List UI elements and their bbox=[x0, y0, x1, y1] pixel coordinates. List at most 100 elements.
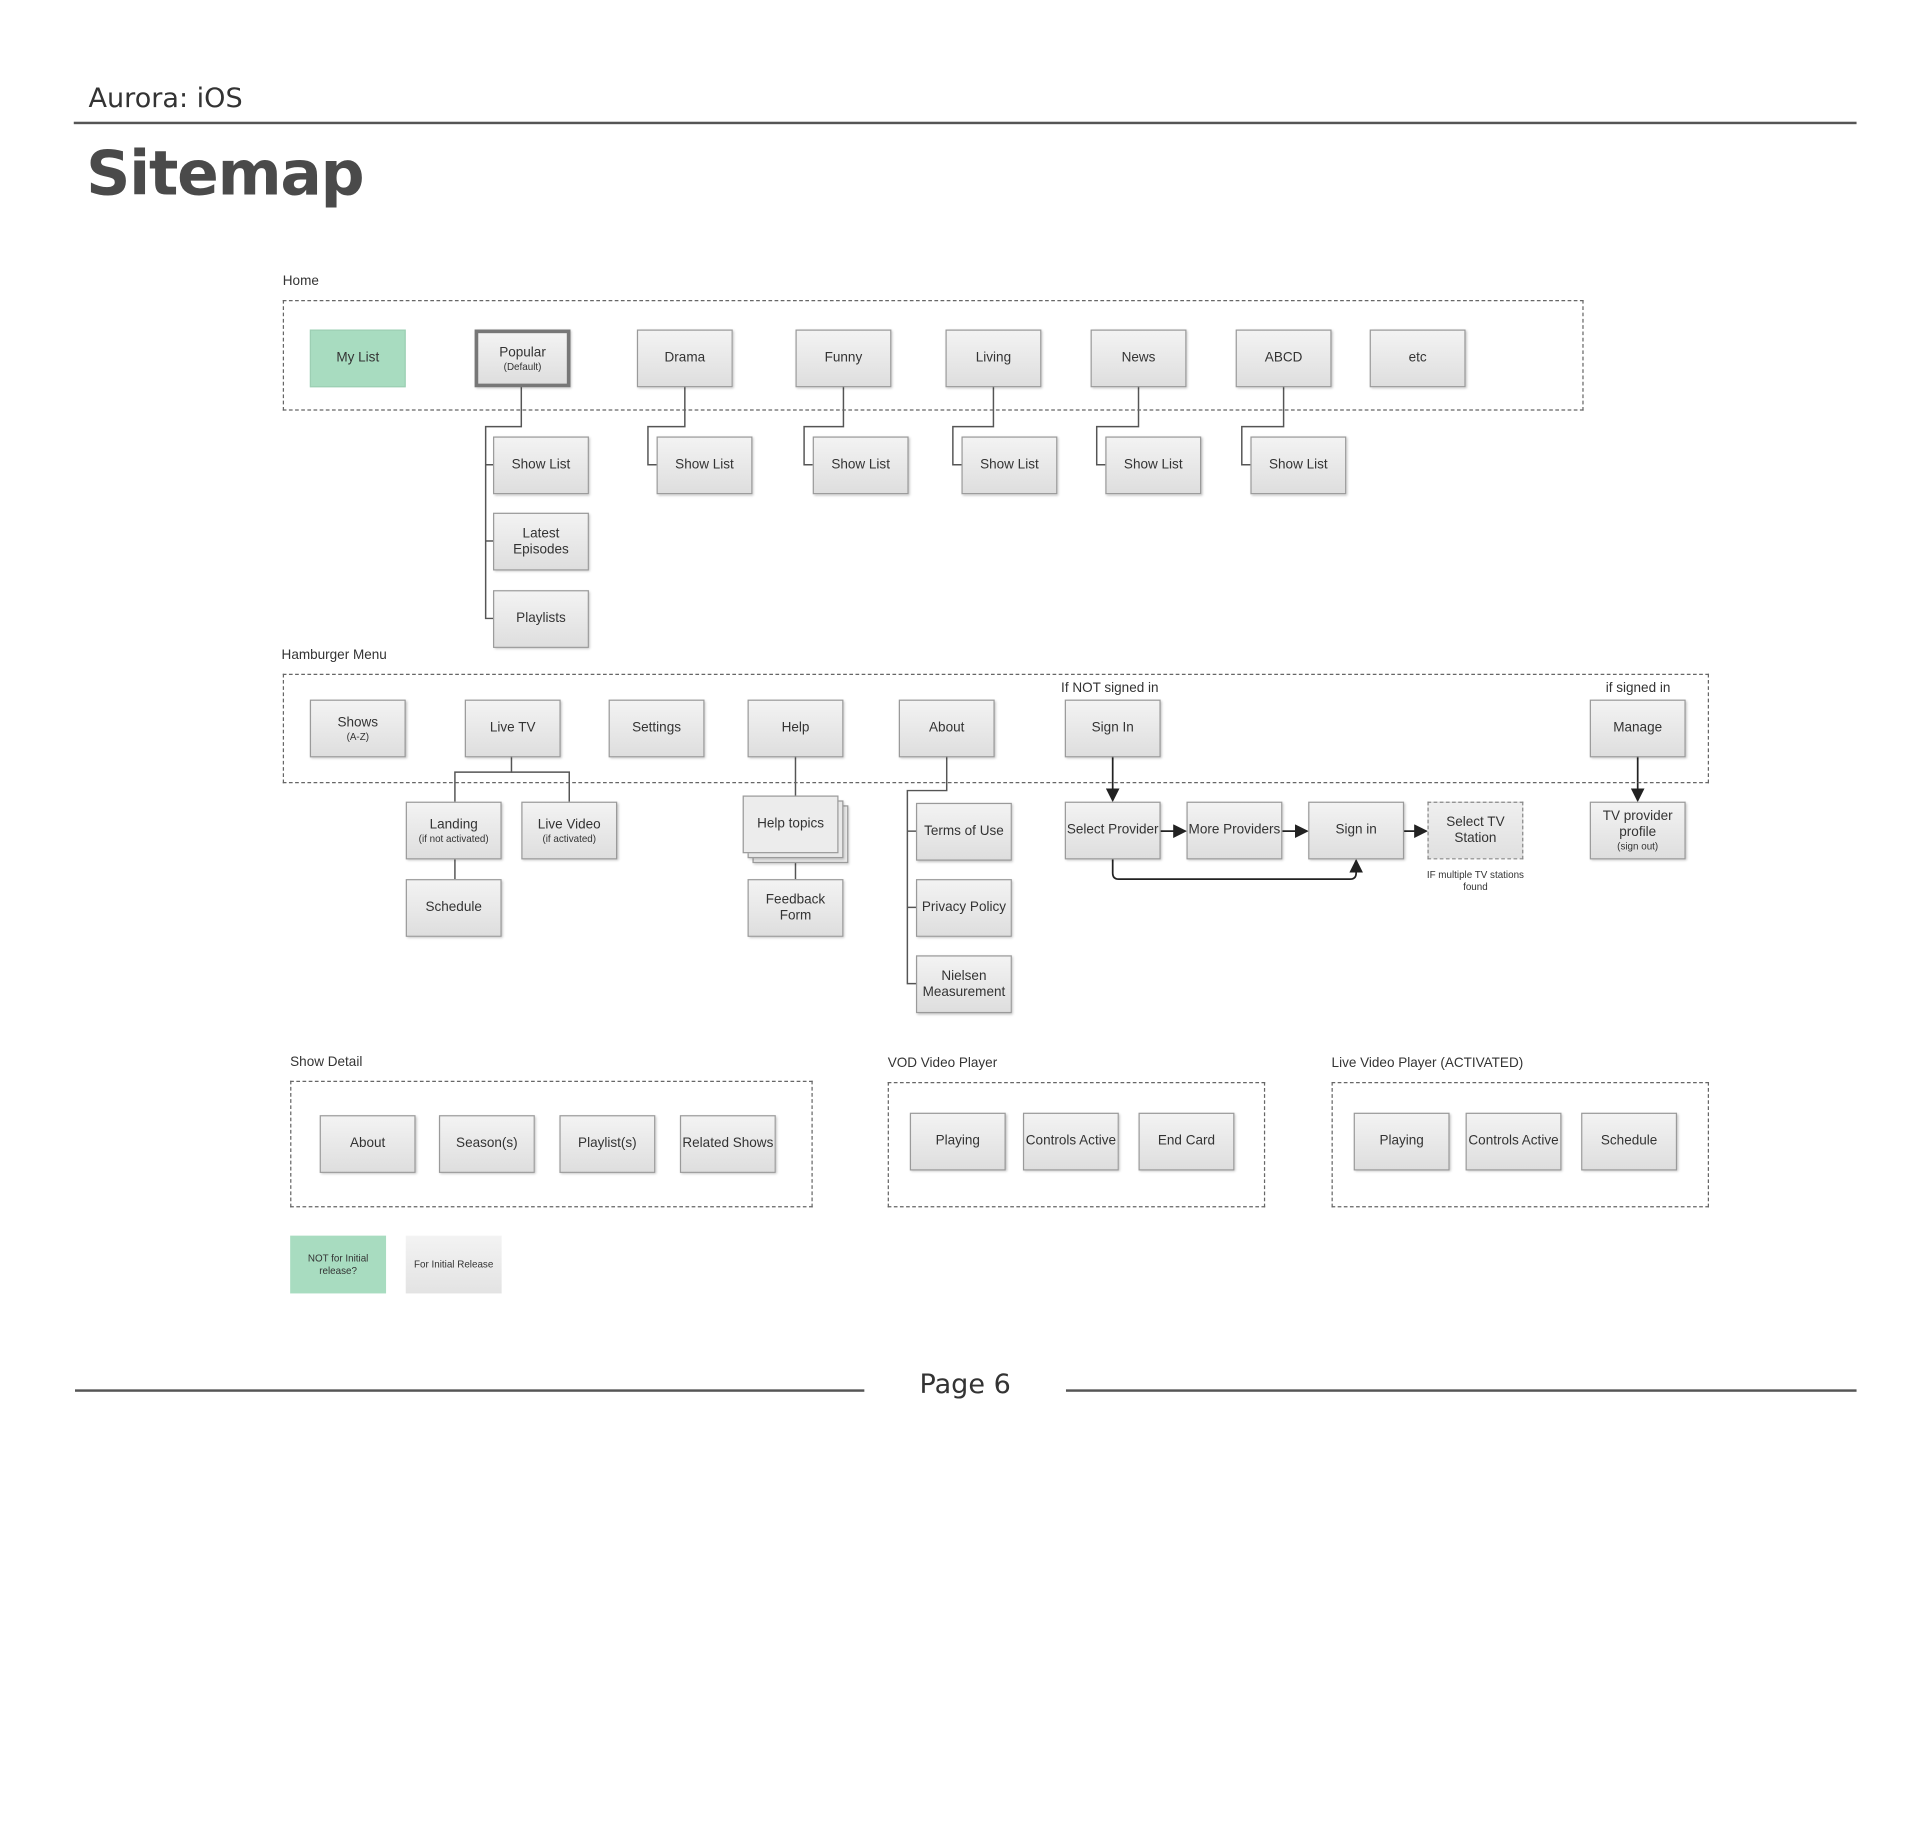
node-label: Controls Active bbox=[1025, 1133, 1117, 1149]
live-player-group bbox=[1331, 1081, 1710, 1208]
node-label: Playing bbox=[1379, 1133, 1424, 1149]
menu-about[interactable]: About bbox=[898, 699, 995, 758]
node-label: Shows bbox=[337, 714, 379, 730]
living-show-list[interactable]: Show List bbox=[961, 436, 1058, 495]
signed-in-label: if signed in bbox=[1605, 681, 1671, 696]
node-label: Show List bbox=[1269, 457, 1328, 473]
menu-help[interactable]: Help bbox=[747, 699, 844, 758]
node-label: Show List bbox=[511, 457, 571, 473]
vod-controls-active[interactable]: Controls Active bbox=[1022, 1112, 1119, 1171]
live-tv-schedule[interactable]: Schedule bbox=[405, 879, 502, 937]
tab-abcd[interactable]: ABCD bbox=[1235, 329, 1332, 388]
node-label: Privacy Policy bbox=[921, 899, 1007, 915]
vod-player-label: VOD Video Player bbox=[887, 1056, 998, 1071]
help-feedback-form[interactable]: Feedback Form bbox=[747, 879, 844, 937]
node-label: Drama bbox=[664, 350, 706, 366]
home-group bbox=[282, 299, 1584, 411]
tv-provider-profile[interactable]: TV provider profile(sign out) bbox=[1589, 801, 1686, 860]
node-label: End Card bbox=[1157, 1133, 1216, 1149]
show-detail-group bbox=[290, 1080, 813, 1208]
tab-my-list[interactable]: My List bbox=[309, 329, 406, 388]
popular-playlists[interactable]: Playlists bbox=[493, 590, 589, 648]
show-detail-seasons[interactable]: Season(s) bbox=[438, 1115, 535, 1173]
node-label: Show List bbox=[675, 457, 734, 473]
node-sublabel: (if not activated) bbox=[418, 832, 489, 845]
legend-label: NOT for Initial release? bbox=[307, 1252, 369, 1276]
about-privacy-policy[interactable]: Privacy Policy bbox=[915, 879, 1012, 937]
funny-show-list[interactable]: Show List bbox=[812, 436, 909, 495]
node-label: Funny bbox=[824, 350, 863, 366]
node-label: Popular bbox=[499, 344, 546, 360]
node-label: Show List bbox=[831, 457, 890, 473]
live-tv-landing[interactable]: Landing(if not activated) bbox=[405, 801, 502, 860]
footer-divider-right bbox=[1065, 1389, 1857, 1392]
live-controls-active[interactable]: Controls Active bbox=[1465, 1112, 1562, 1171]
node-label: Schedule bbox=[1600, 1133, 1658, 1149]
tab-news[interactable]: News bbox=[1090, 329, 1187, 388]
select-tv-station[interactable]: Select TV Station bbox=[1427, 801, 1524, 860]
show-detail-related-shows[interactable]: Related Shows bbox=[679, 1115, 776, 1173]
news-show-list[interactable]: Show List bbox=[1105, 436, 1202, 495]
live-schedule[interactable]: Schedule bbox=[1581, 1112, 1678, 1171]
node-label: More Providers bbox=[1188, 822, 1281, 838]
popular-latest-episodes[interactable]: Latest Episodes bbox=[493, 512, 589, 571]
menu-settings[interactable]: Settings bbox=[608, 699, 705, 758]
tab-funny[interactable]: Funny bbox=[795, 329, 892, 388]
hamburger-group-label: Hamburger Menu bbox=[281, 647, 387, 663]
node-label: Landing bbox=[429, 817, 478, 832]
menu-live-tv[interactable]: Live TV bbox=[464, 699, 561, 758]
footer-divider-left bbox=[74, 1389, 865, 1392]
node-label: Season(s) bbox=[456, 1136, 518, 1151]
menu-manage[interactable]: Manage bbox=[1589, 699, 1686, 758]
popular-show-list[interactable]: Show List bbox=[493, 436, 589, 495]
header-divider bbox=[73, 121, 1857, 125]
page-number: Page 6 bbox=[919, 1369, 1011, 1401]
node-label: Living bbox=[975, 350, 1012, 366]
abcd-show-list[interactable]: Show List bbox=[1250, 436, 1347, 495]
node-label: Select Provider bbox=[1066, 822, 1159, 838]
connector-lines bbox=[454, 386, 1645, 985]
node-label: TV provider profile bbox=[1602, 809, 1673, 840]
node-label: Show List bbox=[980, 457, 1039, 473]
show-detail-playlists[interactable]: Playlist(s) bbox=[559, 1115, 656, 1173]
tab-popular[interactable]: Popular(Default) bbox=[474, 329, 571, 388]
vod-player-group bbox=[887, 1081, 1266, 1208]
not-signed-in-label: If NOT signed in bbox=[1061, 681, 1159, 696]
document-title: Aurora: iOS bbox=[88, 83, 243, 115]
legend-label: For Initial Release bbox=[414, 1258, 494, 1270]
node-sublabel: (if activated) bbox=[542, 832, 597, 845]
menu-sign-in[interactable]: Sign In bbox=[1064, 699, 1161, 758]
show-detail-about[interactable]: About bbox=[319, 1115, 416, 1173]
vod-end-card[interactable]: End Card bbox=[1138, 1112, 1235, 1171]
about-terms-of-use[interactable]: Terms of Use bbox=[915, 802, 1012, 861]
node-label: Select TV Station bbox=[1446, 814, 1505, 846]
tab-etc[interactable]: etc bbox=[1369, 329, 1466, 388]
select-provider[interactable]: Select Provider bbox=[1064, 801, 1161, 860]
node-label: Playlists bbox=[516, 611, 566, 626]
tab-living[interactable]: Living bbox=[945, 329, 1042, 388]
tab-drama[interactable]: Drama bbox=[636, 329, 733, 388]
home-group-label: Home bbox=[282, 274, 319, 289]
about-nielsen-measurement[interactable]: Nielsen Measurement bbox=[915, 955, 1012, 1014]
menu-shows[interactable]: Shows(A-Z) bbox=[309, 699, 406, 758]
more-providers[interactable]: More Providers bbox=[1186, 801, 1283, 860]
provider-sign-in[interactable]: Sign in bbox=[1308, 801, 1405, 860]
node-label: Controls Active bbox=[1468, 1133, 1559, 1149]
live-playing[interactable]: Playing bbox=[1353, 1112, 1450, 1171]
node-label: About bbox=[929, 720, 965, 736]
drama-show-list[interactable]: Show List bbox=[656, 436, 753, 495]
node-sublabel: (Default) bbox=[503, 360, 542, 372]
help-topics[interactable]: Help topics bbox=[742, 795, 839, 854]
node-label: Nielsen Measurement bbox=[922, 968, 1006, 999]
node-label: Playing bbox=[935, 1133, 980, 1149]
show-detail-label: Show Detail bbox=[290, 1054, 363, 1070]
node-label: Terms of Use bbox=[924, 823, 1004, 839]
node-label: Settings bbox=[632, 720, 681, 736]
node-label: About bbox=[349, 1136, 386, 1151]
node-sublabel: (A-Z) bbox=[346, 730, 369, 743]
vod-playing[interactable]: Playing bbox=[909, 1112, 1006, 1171]
node-label: Latest Episodes bbox=[513, 525, 569, 557]
live-tv-live-video[interactable]: Live Video(if activated) bbox=[521, 801, 618, 860]
node-label: Playlist(s) bbox=[578, 1136, 637, 1151]
node-label: News bbox=[1121, 350, 1156, 366]
